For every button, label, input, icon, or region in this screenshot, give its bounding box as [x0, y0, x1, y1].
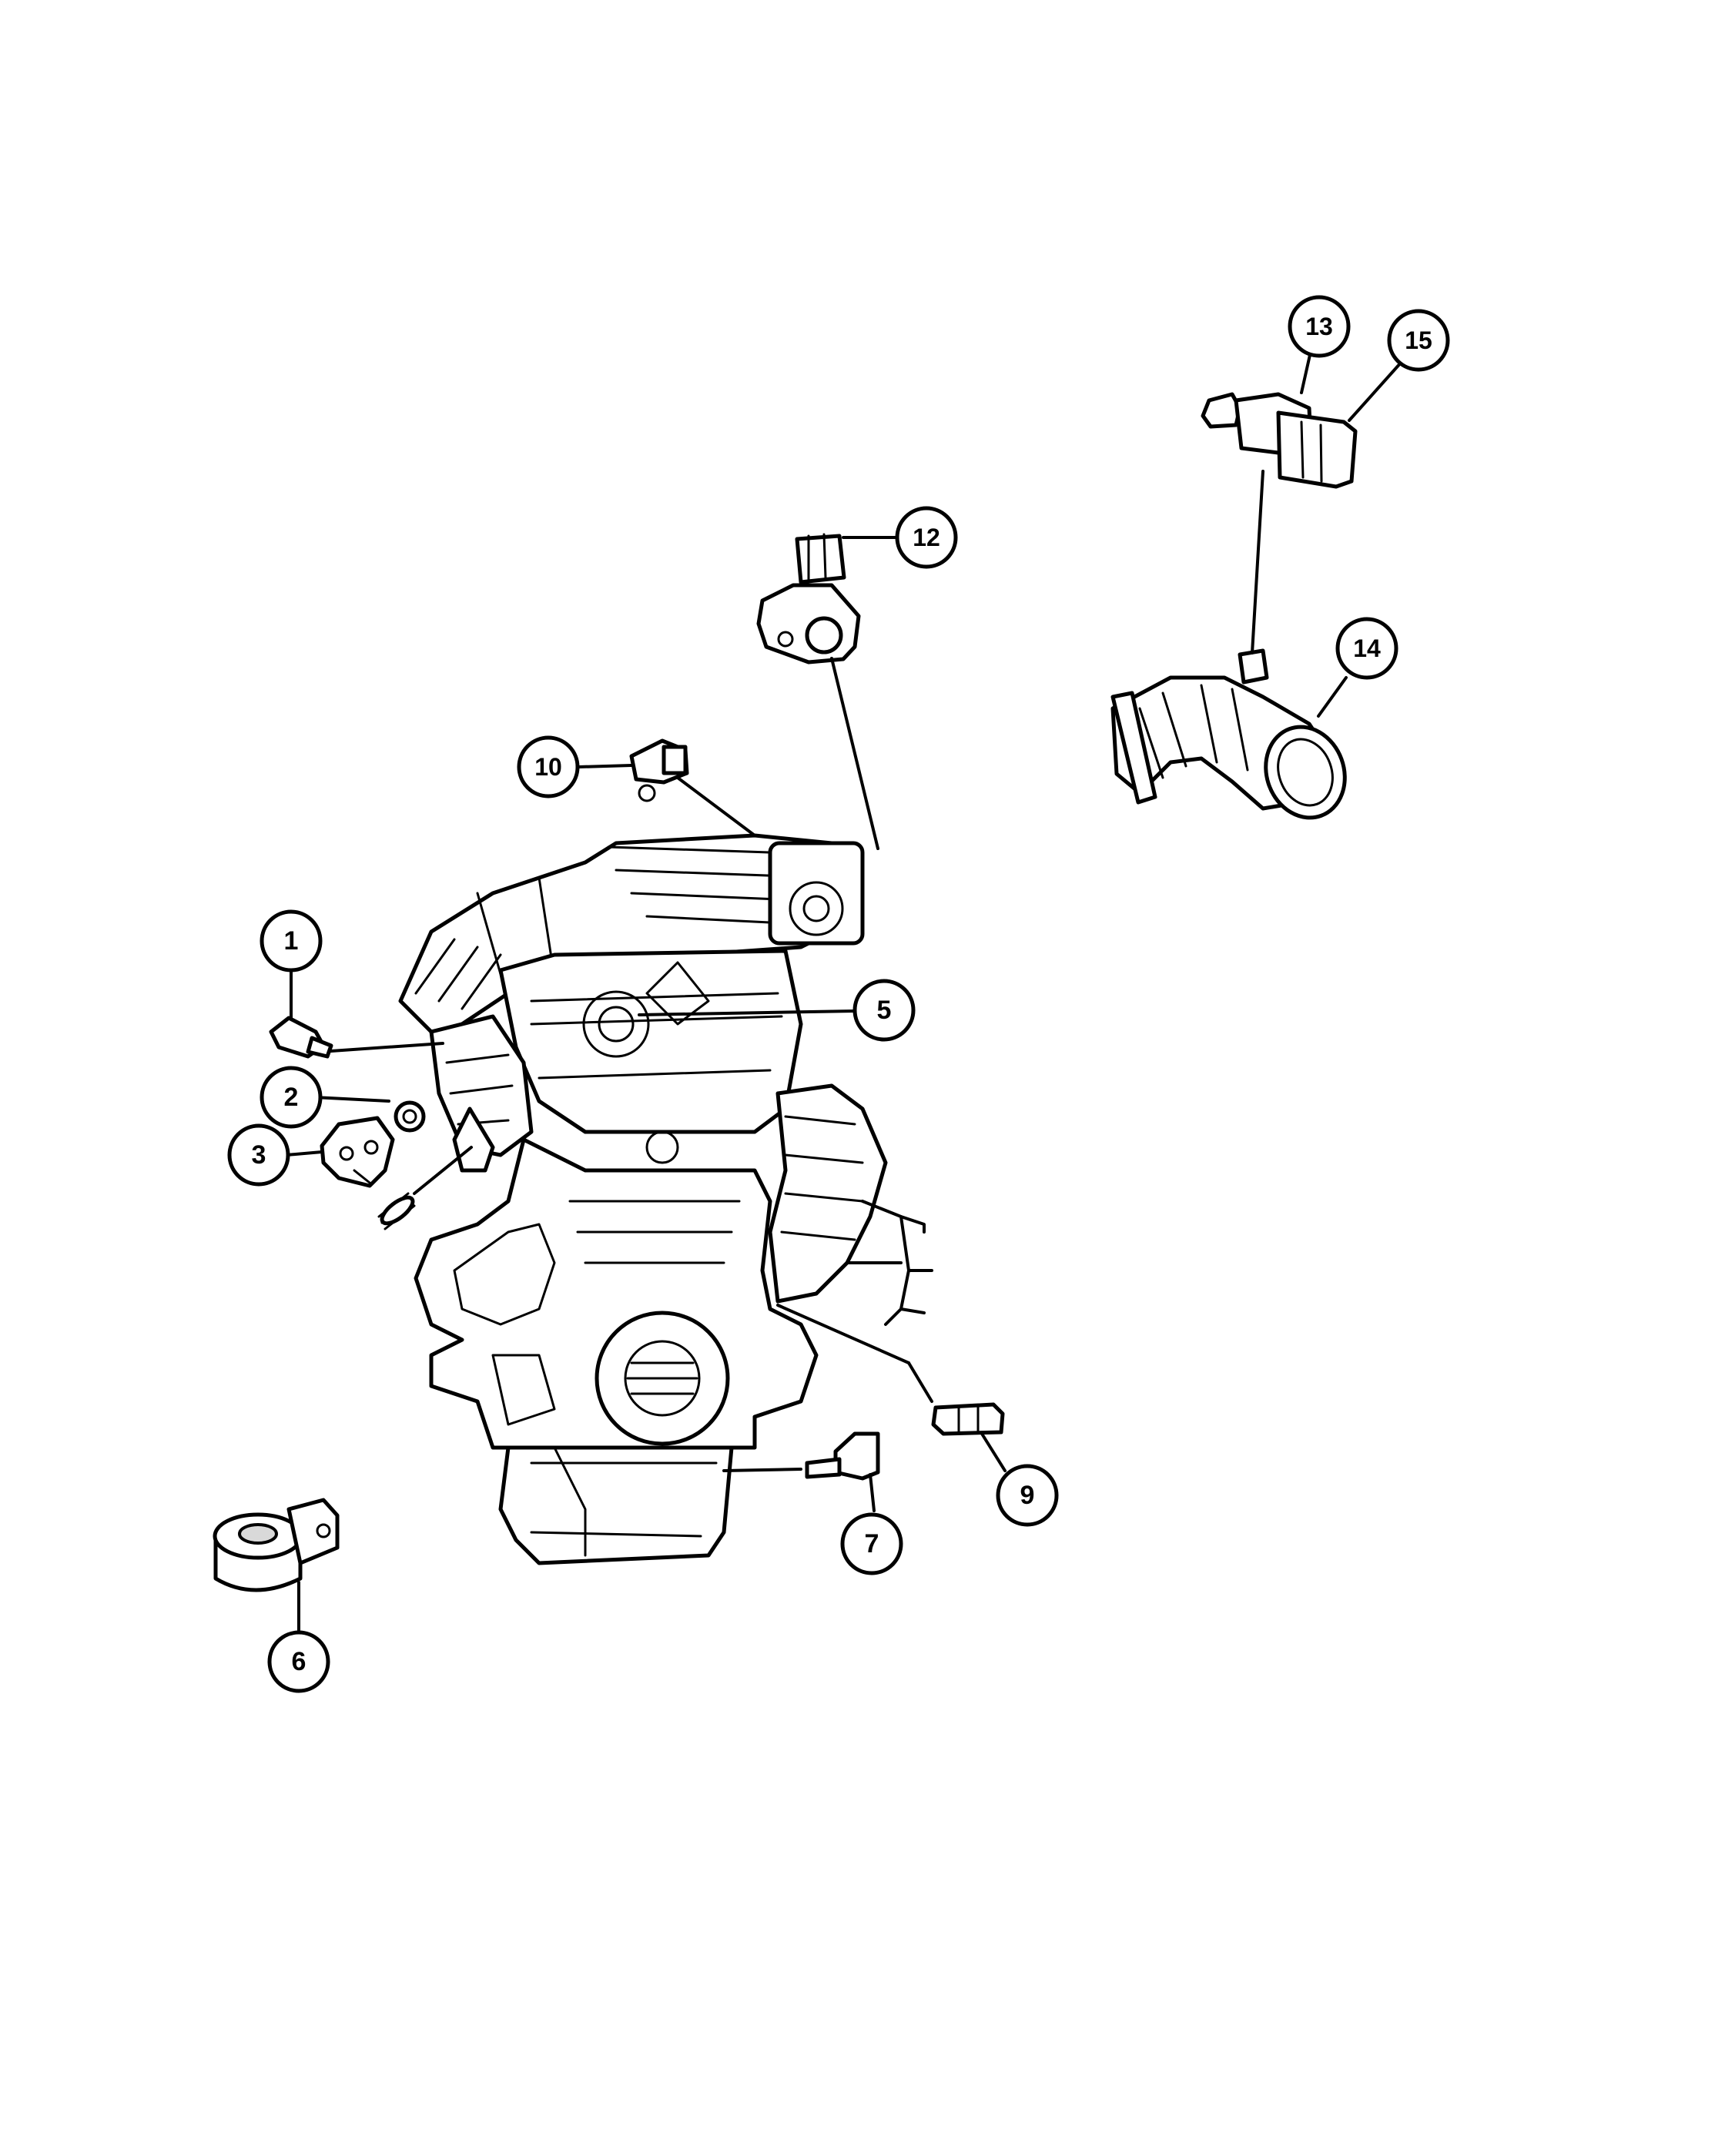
- sensor-1-part: [269, 1016, 333, 1059]
- callout-9: 9: [996, 1464, 1059, 1527]
- sensor-13-part: [1201, 392, 1358, 489]
- sensor-7-part: [805, 1431, 880, 1481]
- callout-6: 6: [267, 1630, 330, 1693]
- sensor-3-part: [320, 1116, 395, 1188]
- air-inlet-hose-14-part: [1110, 648, 1347, 820]
- callout-label: 13: [1305, 313, 1333, 340]
- washer-2-part: [394, 1100, 426, 1133]
- callout-label: 3: [252, 1140, 266, 1170]
- callout-14: 14: [1335, 617, 1398, 680]
- callout-label: 15: [1405, 326, 1432, 354]
- callout-13: 13: [1288, 295, 1351, 358]
- throttle-position-sensor-12-part: [756, 533, 861, 665]
- callout-label: 14: [1353, 634, 1381, 662]
- callout-label: 6: [292, 1647, 306, 1676]
- callout-label: 12: [913, 524, 940, 551]
- callout-3: 3: [227, 1123, 290, 1187]
- callout-2: 2: [260, 1066, 323, 1129]
- callout-5: 5: [852, 979, 916, 1042]
- knock-sensor-6-part: [213, 1498, 340, 1592]
- callout-label: 5: [877, 996, 892, 1025]
- callout-10: 10: [517, 735, 580, 798]
- callout-label: 7: [865, 1529, 879, 1558]
- callout-7: 7: [840, 1512, 903, 1575]
- callout-label: 1: [284, 926, 299, 956]
- callout-label: 9: [1020, 1481, 1035, 1510]
- engine-assembly: [398, 833, 933, 1565]
- callout-label: 2: [284, 1083, 299, 1112]
- sensor-10-part: [629, 738, 689, 802]
- callout-1: 1: [260, 909, 323, 973]
- leader-lines: [285, 346, 1403, 1632]
- callout-label: 10: [534, 753, 562, 781]
- sensor-9-part: [931, 1402, 1005, 1436]
- o-ring-part: [377, 1192, 416, 1230]
- callout-12: 12: [895, 506, 958, 569]
- callout-15: 15: [1387, 309, 1450, 372]
